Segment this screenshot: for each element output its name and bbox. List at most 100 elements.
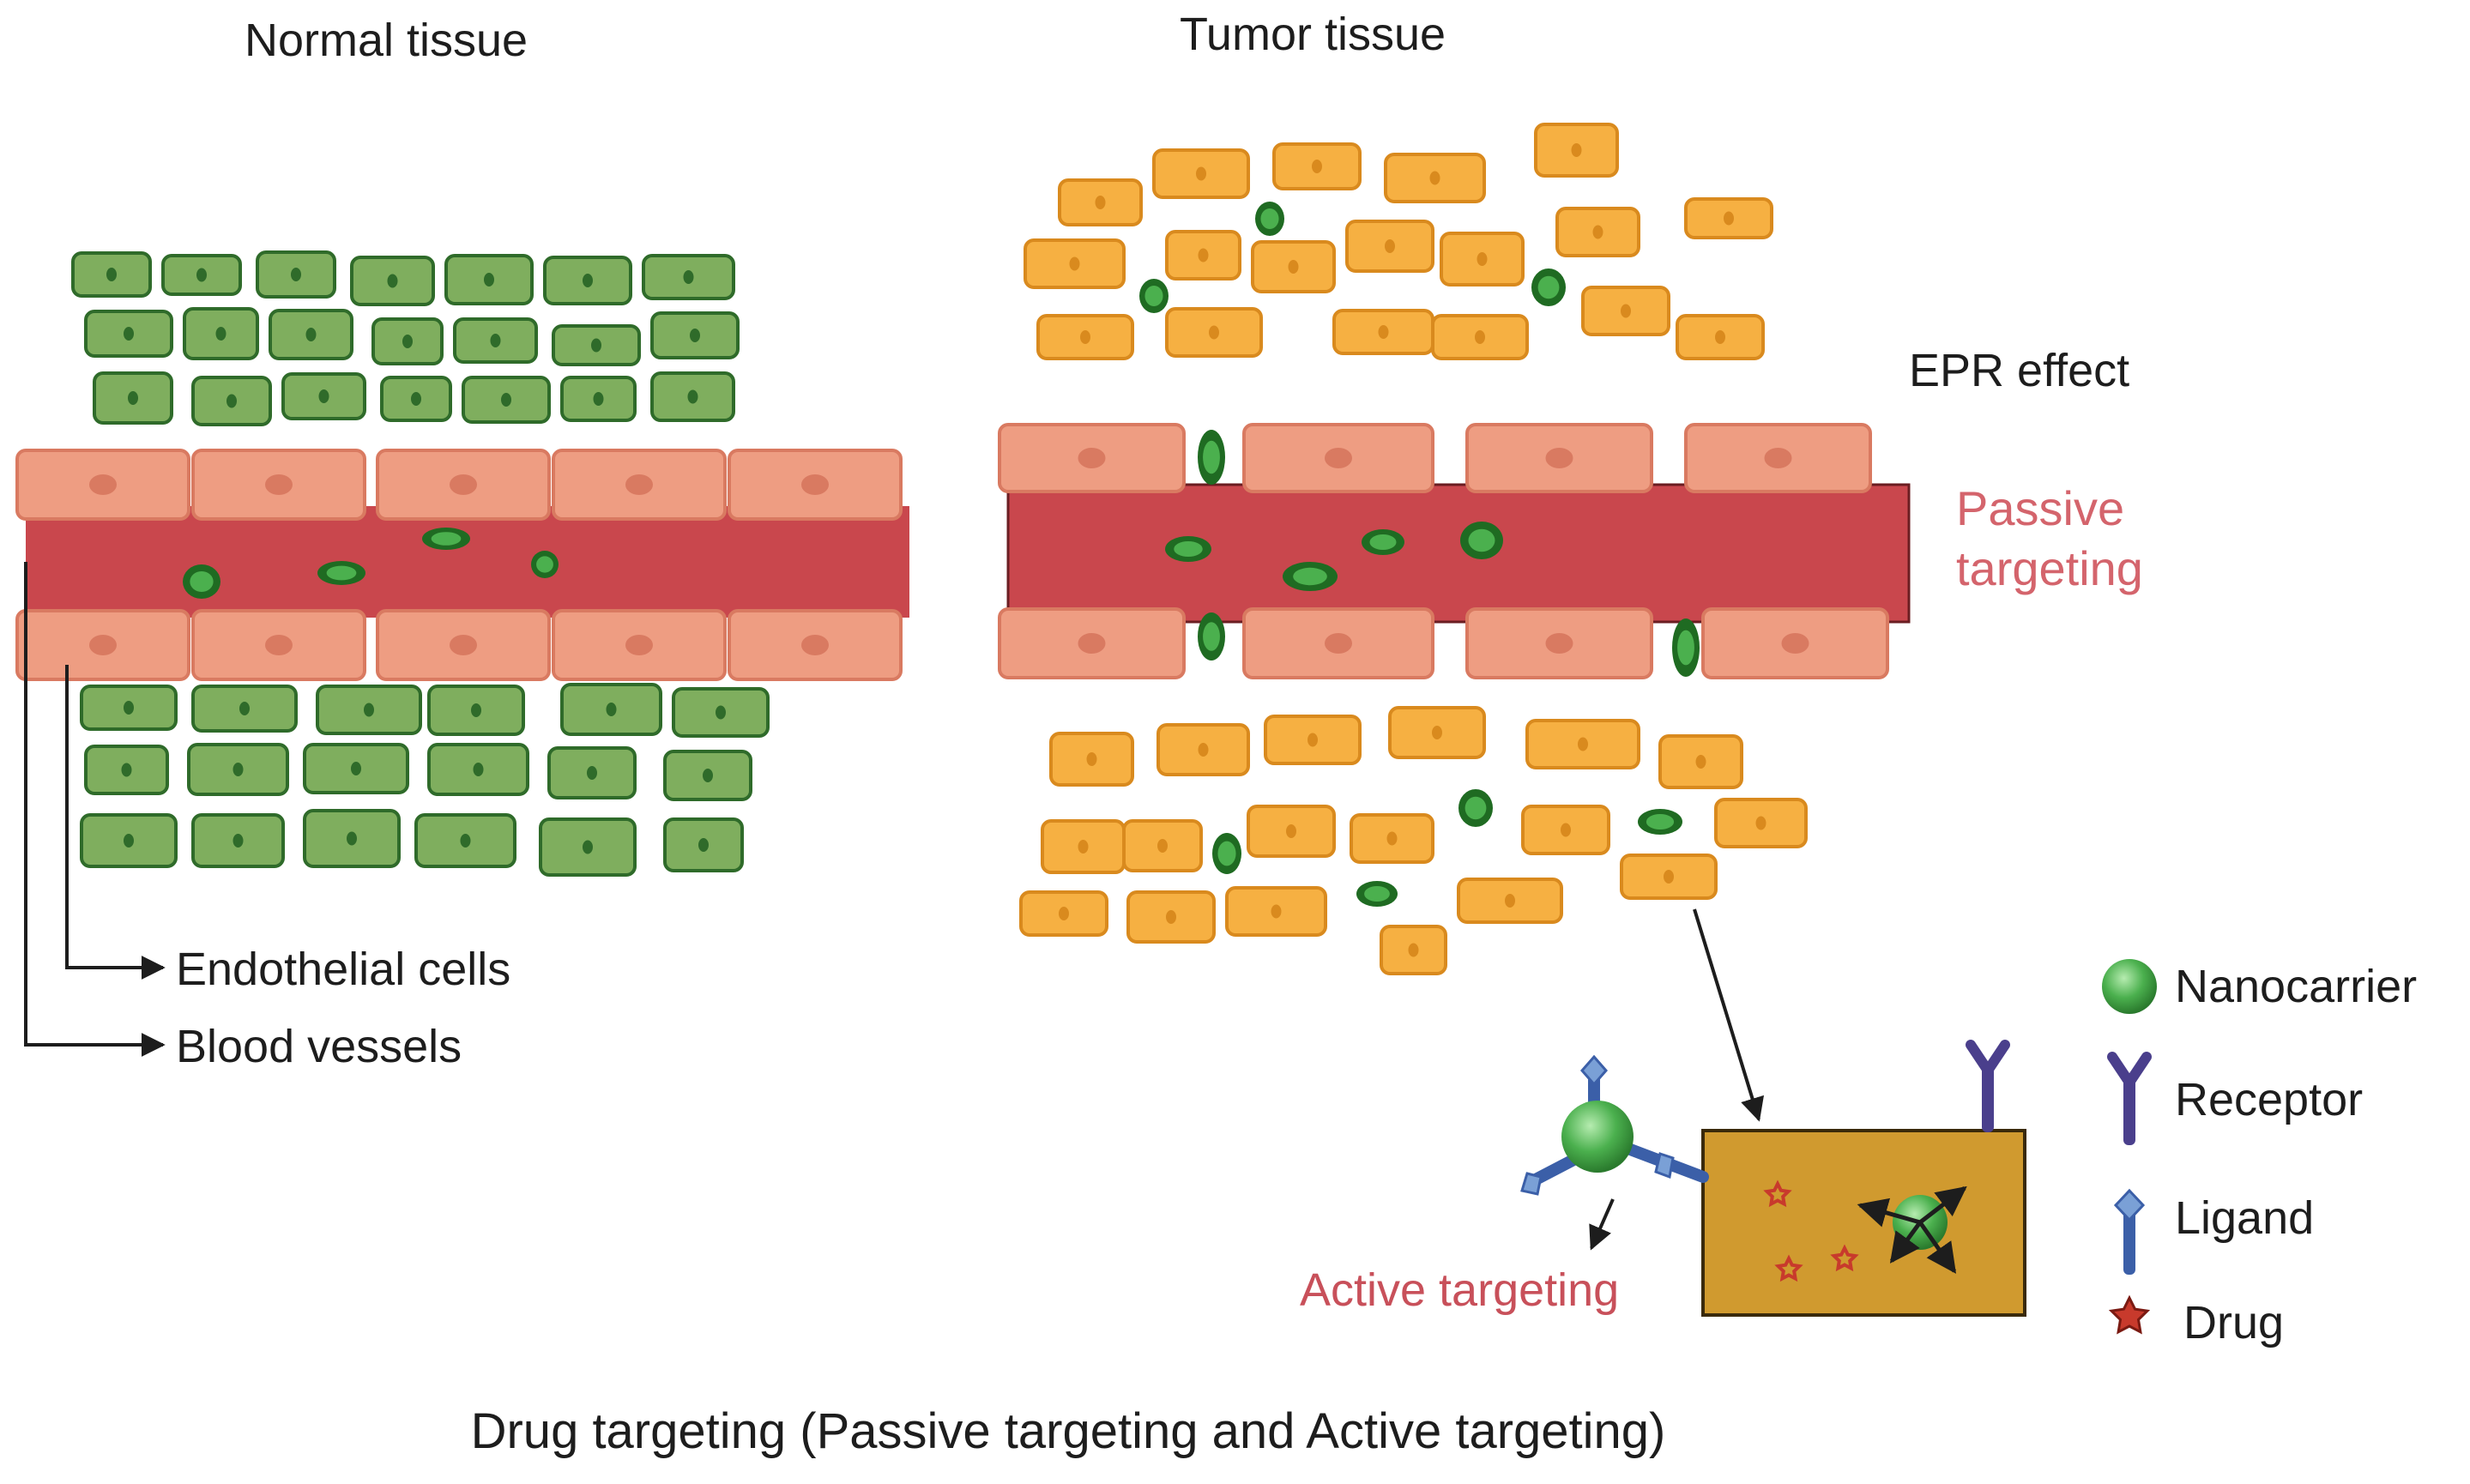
tumor-cell — [1041, 819, 1126, 874]
drug-molecule — [1830, 1244, 1859, 1272]
tumor-cell — [1264, 715, 1362, 765]
tumor-blood-vessel — [998, 423, 1911, 679]
nanocarrier — [1198, 430, 1225, 485]
tumor-cell — [1714, 798, 1808, 848]
normal-cell — [380, 376, 452, 422]
normal-cell — [672, 687, 770, 738]
nanocarrier — [1255, 202, 1284, 236]
drug-molecule — [1763, 1179, 1792, 1208]
normal-cell — [303, 809, 401, 868]
nanocarrier — [1283, 562, 1338, 591]
receptor-icon — [2107, 1052, 2152, 1145]
legend-nanocarrier-label: Nanocarrier — [2175, 961, 2417, 1012]
blood-vessel-pointer-arrow — [24, 562, 166, 1057]
normal-cells-group — [71, 250, 770, 877]
normal-cell — [84, 745, 169, 795]
nanocarrier — [1638, 809, 1682, 835]
normal-cell — [650, 311, 740, 359]
active-targeting-label: Active targeting — [1300, 1264, 1619, 1316]
normal-cell — [547, 746, 637, 799]
nanocarrier — [1531, 268, 1566, 306]
tumor-cell — [1440, 232, 1525, 287]
normal-cell — [663, 817, 744, 872]
endothelial-cell — [376, 449, 551, 521]
tumor-tissue-nanocarriers — [1139, 202, 1682, 907]
tumor-vessel-nanocarriers — [1165, 522, 1503, 591]
tumor-cell — [1676, 314, 1765, 360]
drug-molecule — [1774, 1254, 1803, 1282]
epr-effect-label: EPR effect — [1909, 345, 2129, 396]
normal-cell — [453, 317, 538, 364]
legend-drug: Drug — [2108, 1294, 2284, 1348]
tumor-cell — [1332, 309, 1434, 355]
normal-cell — [350, 256, 435, 306]
nanocarrier — [1458, 789, 1493, 827]
tumor-cell — [1272, 142, 1362, 190]
endothelial-pointer-arrow — [65, 665, 166, 980]
tumor-cell — [1581, 286, 1670, 336]
tumor-cell — [1555, 207, 1640, 257]
tumor-cell — [1521, 805, 1610, 855]
tumor-cell — [1525, 719, 1640, 769]
blood-vessels-label: Blood vessels — [176, 1021, 462, 1072]
extravasating-nanocarriers — [1198, 430, 1700, 677]
endothelial-cell — [552, 609, 727, 681]
normal-tissue-title: Normal tissue — [245, 15, 528, 66]
normal-vessel-lumen — [26, 506, 909, 618]
endothelial-cell — [998, 423, 1186, 493]
nanocarrier — [1362, 529, 1404, 555]
nanocarrier — [1139, 279, 1169, 313]
normal-cell — [161, 254, 242, 296]
release-arrows — [1857, 1185, 1967, 1274]
figure-caption: Drug targeting (Passive targeting and Ac… — [471, 1403, 1666, 1459]
legend-receptor-label: Receptor — [2175, 1074, 2363, 1125]
normal-cell — [552, 324, 641, 366]
endothelial-cell — [376, 609, 551, 681]
normal-cell — [84, 310, 173, 358]
tumor-tissue-title: Tumor tissue — [1180, 9, 1446, 60]
ligand-nanocarrier-core — [1561, 1101, 1634, 1173]
tumor-cell — [1036, 314, 1134, 360]
tumor-cell — [1122, 819, 1203, 872]
normal-cell — [80, 813, 178, 868]
nanocarrier — [1165, 536, 1211, 562]
legend-ligand: Ligand — [2113, 1188, 2314, 1275]
tumor-cell — [1058, 178, 1143, 226]
nanocarrier — [1212, 833, 1241, 874]
target-tumor-cell — [1701, 1040, 2026, 1317]
legend-drug-label: Drug — [2183, 1297, 2284, 1348]
endothelial-cell — [1684, 423, 1872, 493]
tumor-cell — [1620, 854, 1718, 900]
endothelial-cell — [728, 449, 903, 521]
normal-cell — [462, 376, 551, 424]
normal-cell — [183, 307, 259, 360]
normal-cell — [560, 683, 662, 736]
tumor-cell — [1165, 230, 1241, 281]
cell-surface-receptor — [1966, 1040, 2010, 1132]
normal-cell — [71, 251, 152, 298]
tumor-vessel-lumen — [1006, 483, 1911, 624]
normal-cell — [539, 817, 637, 877]
passive-targeting-label-line2: targeting — [1956, 541, 2143, 595]
tumor-cell — [1165, 307, 1263, 358]
tumor-cell — [1049, 732, 1134, 787]
endothelial-cell — [1242, 607, 1434, 679]
nanocarrier — [1672, 618, 1700, 677]
tumor-cell — [1251, 240, 1336, 293]
nanocarrier — [1356, 881, 1398, 907]
nanocarrier-icon — [2102, 959, 2157, 1014]
tumor-cell — [1658, 734, 1743, 789]
normal-cell — [80, 685, 178, 731]
normal-blood-vessel — [15, 449, 909, 681]
endothelial-cell — [15, 609, 190, 681]
nanocarrier — [531, 551, 559, 578]
endothelial-cell — [191, 609, 366, 681]
normal-vessel-nanocarriers — [183, 528, 559, 599]
normal-cell — [650, 371, 735, 422]
tumor-cell — [1247, 805, 1336, 858]
tumor-cell — [1388, 706, 1486, 759]
zoom-arrow — [1693, 908, 1765, 1122]
endothelial-cell — [1465, 423, 1653, 493]
nanocarrier — [317, 561, 365, 585]
